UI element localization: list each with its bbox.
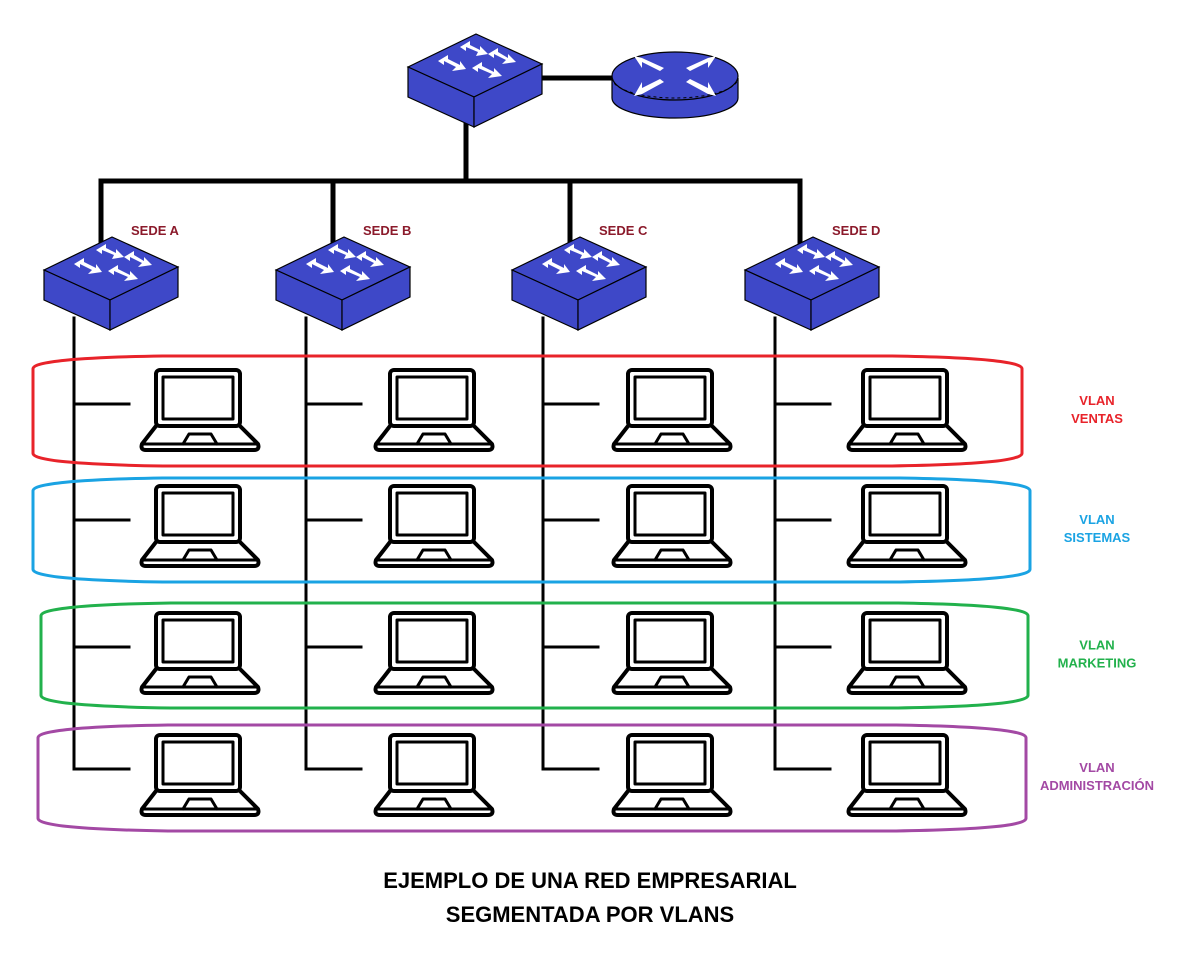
laptop-icon: [846, 484, 968, 568]
cables: [72, 75, 832, 771]
labels: VLAN VENTAS VLAN SISTEMAS VLAN MARKETING VLAN A…: [131, 223, 1154, 793]
vlan-label-line1: VLAN: [1079, 512, 1114, 527]
sede-switch-icon: [744, 236, 880, 331]
vlan-label-name: ADMINISTRACIÓN: [1040, 778, 1154, 793]
laptop-icon: [611, 368, 733, 452]
laptop-icon: [139, 611, 261, 695]
vlan-ring-administracion: [36, 723, 1028, 833]
vlan-ring-sistemas: [31, 476, 1032, 584]
devices: [43, 33, 880, 331]
laptop-icon: [139, 368, 261, 452]
vlan-rings: [31, 354, 1032, 833]
laptop-icon: [139, 484, 261, 568]
switch-icon: [407, 33, 543, 128]
laptop-icon: [846, 611, 968, 695]
laptop-icon: [846, 368, 968, 452]
laptop-icon: [373, 611, 495, 695]
sede-switch-icon: [511, 236, 647, 331]
laptop-icon: [373, 484, 495, 568]
laptop-icon: [373, 368, 495, 452]
sede-switch-icon: [275, 236, 411, 331]
sede-switch-icon: [43, 236, 179, 331]
laptop-icon: [139, 733, 261, 817]
laptop-icon: [846, 733, 968, 817]
diagram-title-line2: SEGMENTADA POR VLANS: [446, 902, 734, 927]
sede-label: SEDE B: [363, 223, 411, 238]
vlan-ring-marketing: [39, 601, 1030, 710]
diagram-title-line1: EJEMPLO DE UNA RED EMPRESARIAL: [383, 868, 797, 893]
laptop-icon: [611, 733, 733, 817]
vlan-label-line1: VLAN: [1079, 638, 1114, 653]
vlan-label-name: SISTEMAS: [1064, 530, 1131, 545]
router-icon: [611, 51, 739, 119]
sede-label: SEDE C: [599, 223, 648, 238]
laptop-icon: [611, 484, 733, 568]
vlan-label-line1: VLAN: [1079, 760, 1114, 775]
sede-label: SEDE D: [832, 223, 880, 238]
vlan-label-name: VENTAS: [1071, 411, 1123, 426]
laptops: [139, 368, 968, 817]
laptop-icon: [373, 733, 495, 817]
vlan-ring-ventas: [31, 354, 1024, 468]
sede-label: SEDE A: [131, 223, 180, 238]
vlan-label-line1: VLAN: [1079, 393, 1114, 408]
vlan-label-name: MARKETING: [1058, 656, 1137, 671]
laptop-icon: [611, 611, 733, 695]
